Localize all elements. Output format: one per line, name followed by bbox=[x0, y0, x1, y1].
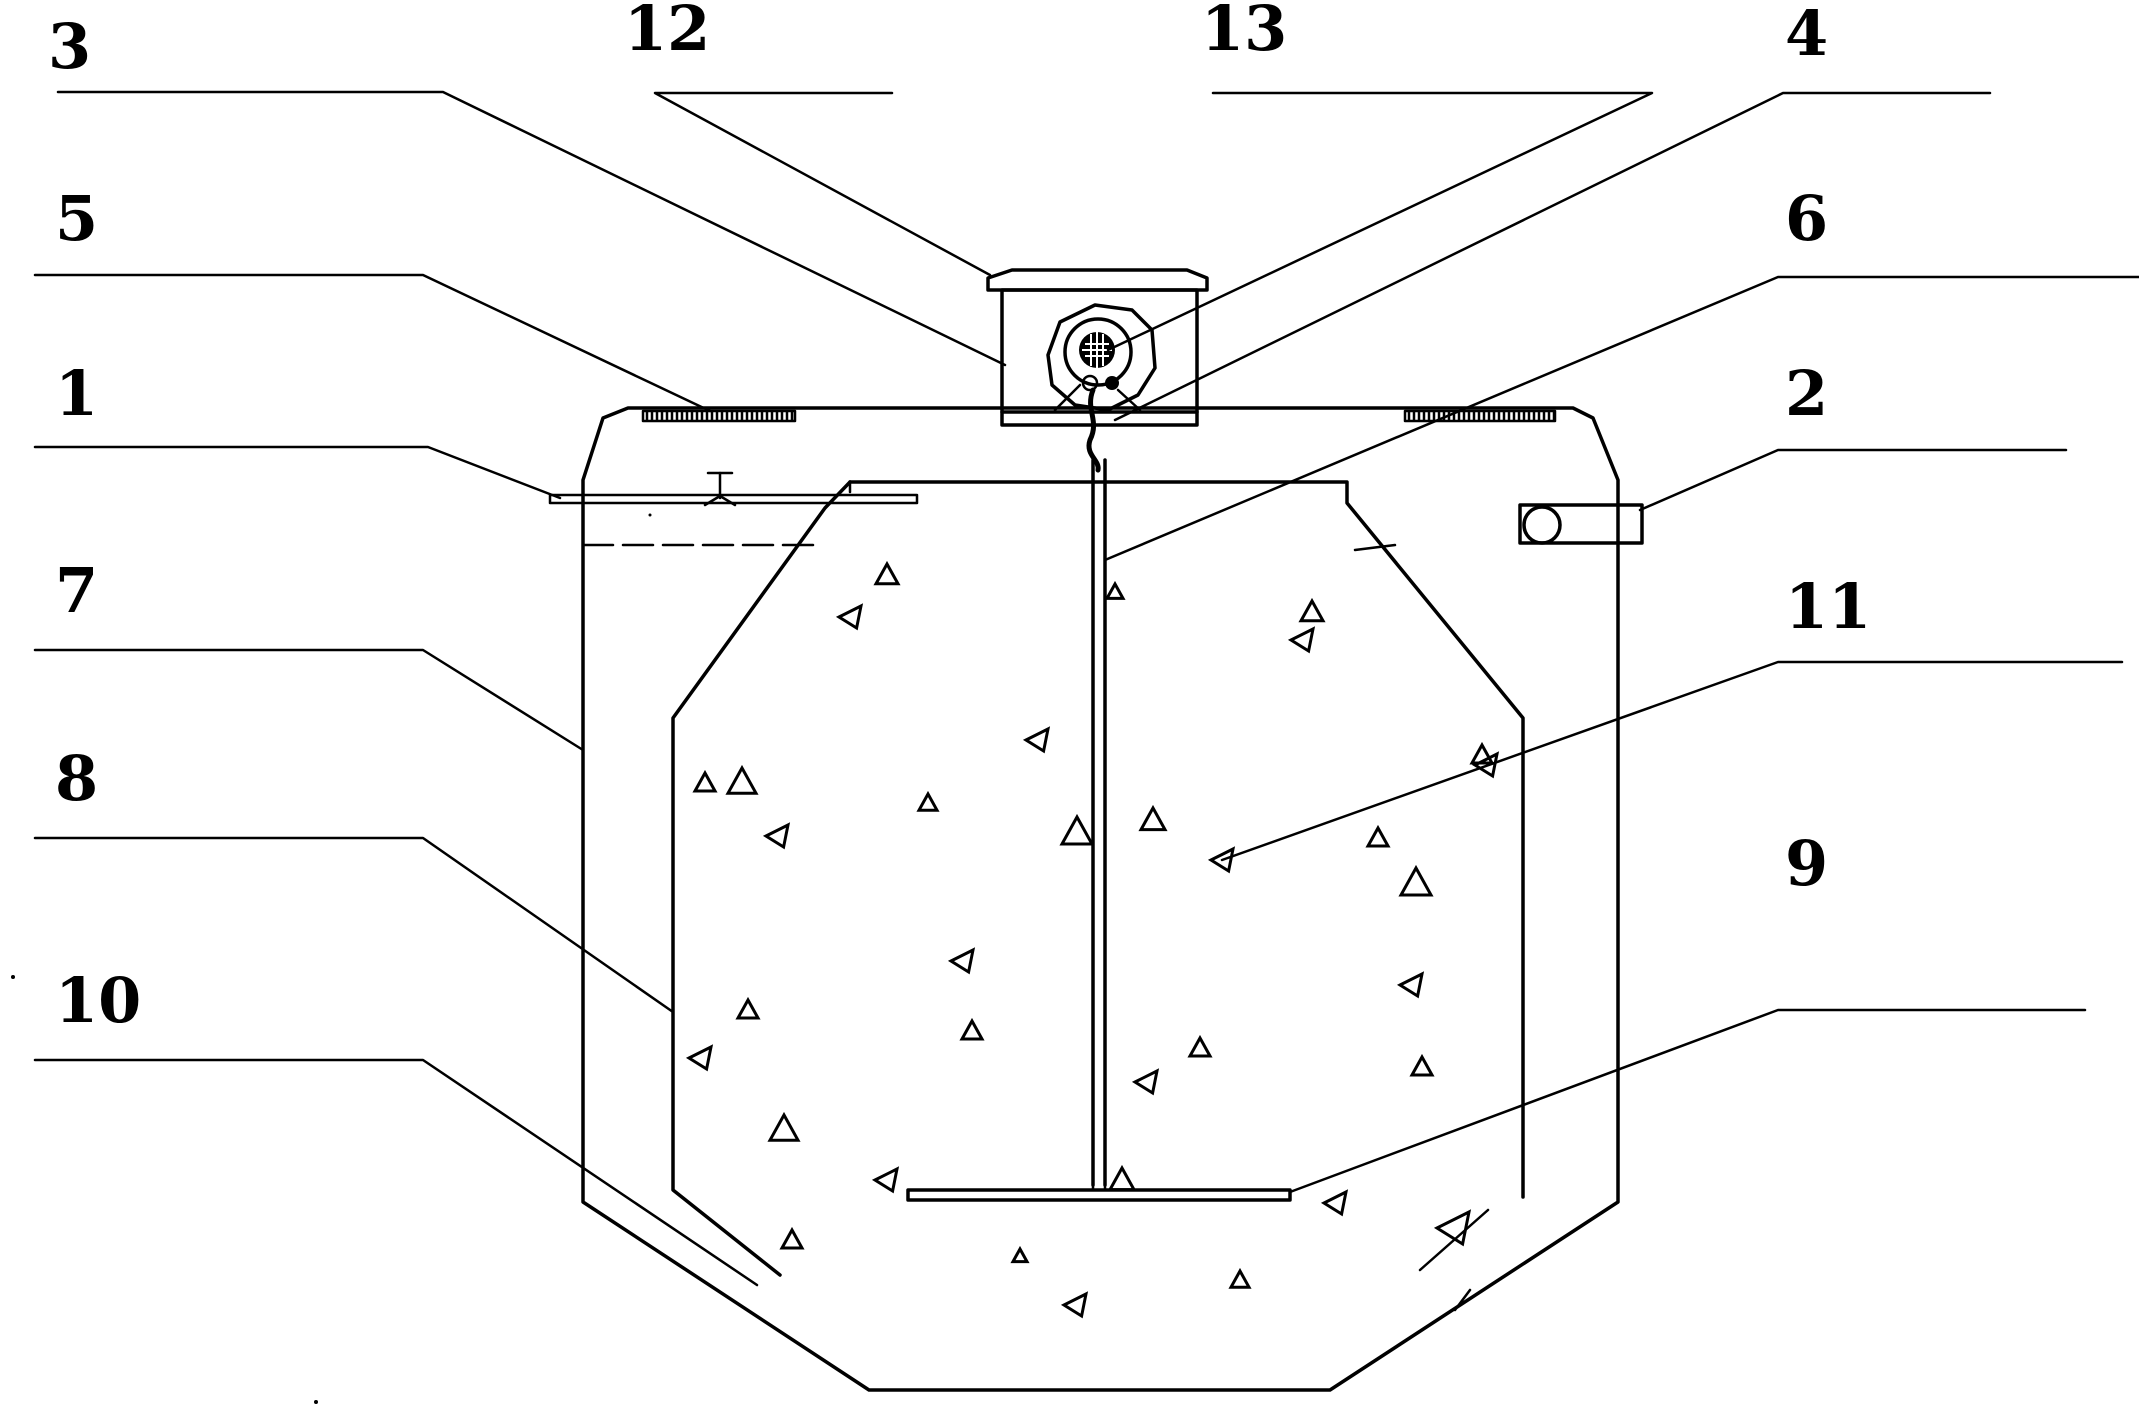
media-triangle bbox=[1010, 1245, 1030, 1264]
air-connector-left bbox=[1081, 374, 1099, 392]
media-triangle bbox=[1059, 813, 1095, 846]
media-triangle bbox=[1207, 846, 1236, 874]
media-triangle bbox=[1433, 1209, 1472, 1247]
cover-plate-left bbox=[641, 409, 797, 423]
outer-tank-shell bbox=[581, 406, 1620, 1392]
media-triangle bbox=[1060, 1291, 1089, 1319]
leader-11 bbox=[1220, 660, 2124, 862]
outlet-pipe bbox=[1518, 503, 1644, 545]
media-triangle bbox=[1187, 1034, 1213, 1058]
diffuser-plate bbox=[906, 1188, 1292, 1202]
callout-4: 4 bbox=[1785, 0, 1828, 70]
media-triangle bbox=[685, 1044, 714, 1072]
blower-housing bbox=[1046, 303, 1157, 412]
media-triangle bbox=[1104, 580, 1126, 600]
blower-stand bbox=[1053, 383, 1142, 412]
media-triangle bbox=[725, 764, 759, 795]
media-triangle bbox=[1138, 804, 1168, 832]
scan-speck bbox=[314, 1400, 318, 1404]
leader-8 bbox=[33, 836, 675, 1014]
media-triangle bbox=[1022, 726, 1051, 754]
media-triangle bbox=[779, 1226, 805, 1250]
callout-11: 11 bbox=[1785, 570, 1871, 643]
callout-5: 5 bbox=[55, 182, 98, 255]
inlet-pipe bbox=[548, 493, 919, 505]
leader-12 bbox=[653, 91, 992, 277]
callout-6: 6 bbox=[1785, 182, 1828, 255]
media-triangle bbox=[1469, 741, 1495, 765]
biofilm-media bbox=[685, 560, 1500, 1319]
callout-2: 2 bbox=[1785, 357, 1828, 430]
support-strut bbox=[1418, 1208, 1490, 1272]
callout-7: 7 bbox=[55, 554, 98, 627]
media-triangle bbox=[835, 603, 864, 631]
leader-2 bbox=[1638, 448, 2068, 512]
leader-lines bbox=[33, 90, 2139, 1287]
media-triangle bbox=[871, 1166, 900, 1194]
air-connector-right bbox=[1105, 376, 1119, 390]
valve-body bbox=[703, 494, 737, 507]
outlet-baffle bbox=[1353, 543, 1397, 552]
leader-3 bbox=[56, 90, 1007, 367]
inner-media-chamber-top bbox=[848, 480, 1525, 1199]
media-triangle bbox=[947, 947, 976, 975]
media-triangle bbox=[959, 1017, 985, 1041]
callout-numbers: 3 12 13 4 5 6 1 2 7 11 8 9 10 bbox=[48, 0, 1871, 1037]
leader-5 bbox=[33, 273, 712, 413]
leader-13 bbox=[1106, 91, 1654, 352]
scan-speck bbox=[11, 975, 15, 979]
leader-4 bbox=[1113, 91, 1992, 422]
leader-6 bbox=[1103, 275, 2139, 562]
support-strut bbox=[1453, 1288, 1472, 1312]
air-hose bbox=[1086, 387, 1101, 473]
scan-speck bbox=[648, 513, 652, 517]
media-triangle bbox=[1471, 751, 1500, 779]
blower-grid-lines bbox=[1082, 332, 1112, 368]
media-triangle bbox=[1409, 1053, 1435, 1077]
media-triangle bbox=[1320, 1189, 1349, 1217]
leader-9 bbox=[1288, 1008, 2087, 1194]
media-triangle bbox=[1365, 824, 1391, 848]
media-triangle bbox=[735, 996, 761, 1020]
callout-3: 3 bbox=[48, 10, 91, 83]
callout-8: 8 bbox=[55, 742, 98, 815]
media-triangle bbox=[1131, 1068, 1160, 1096]
inner-media-chamber bbox=[671, 480, 852, 1277]
media-triangle bbox=[1398, 864, 1434, 897]
leader-1 bbox=[33, 445, 562, 500]
media-triangle bbox=[692, 769, 718, 793]
callout-12: 12 bbox=[624, 0, 710, 65]
media-triangle bbox=[1228, 1267, 1252, 1289]
media-triangle bbox=[916, 790, 940, 812]
media-triangle bbox=[1287, 626, 1316, 654]
leader-7 bbox=[33, 648, 585, 752]
media-triangle bbox=[767, 1111, 801, 1142]
callout-1: 1 bbox=[55, 357, 98, 430]
media-triangle bbox=[1396, 971, 1425, 999]
media-triangle bbox=[1298, 597, 1326, 623]
media-triangle bbox=[762, 822, 791, 850]
callout-10: 10 bbox=[55, 964, 141, 1037]
outlet-fitting bbox=[1522, 505, 1562, 545]
control-box-roof bbox=[986, 268, 1209, 292]
leader-10 bbox=[33, 1058, 759, 1287]
callout-13: 13 bbox=[1201, 0, 1287, 65]
media-triangle bbox=[1107, 1164, 1137, 1192]
media-triangle bbox=[873, 560, 901, 586]
control-box bbox=[1000, 288, 1199, 427]
callout-9: 9 bbox=[1785, 827, 1828, 900]
